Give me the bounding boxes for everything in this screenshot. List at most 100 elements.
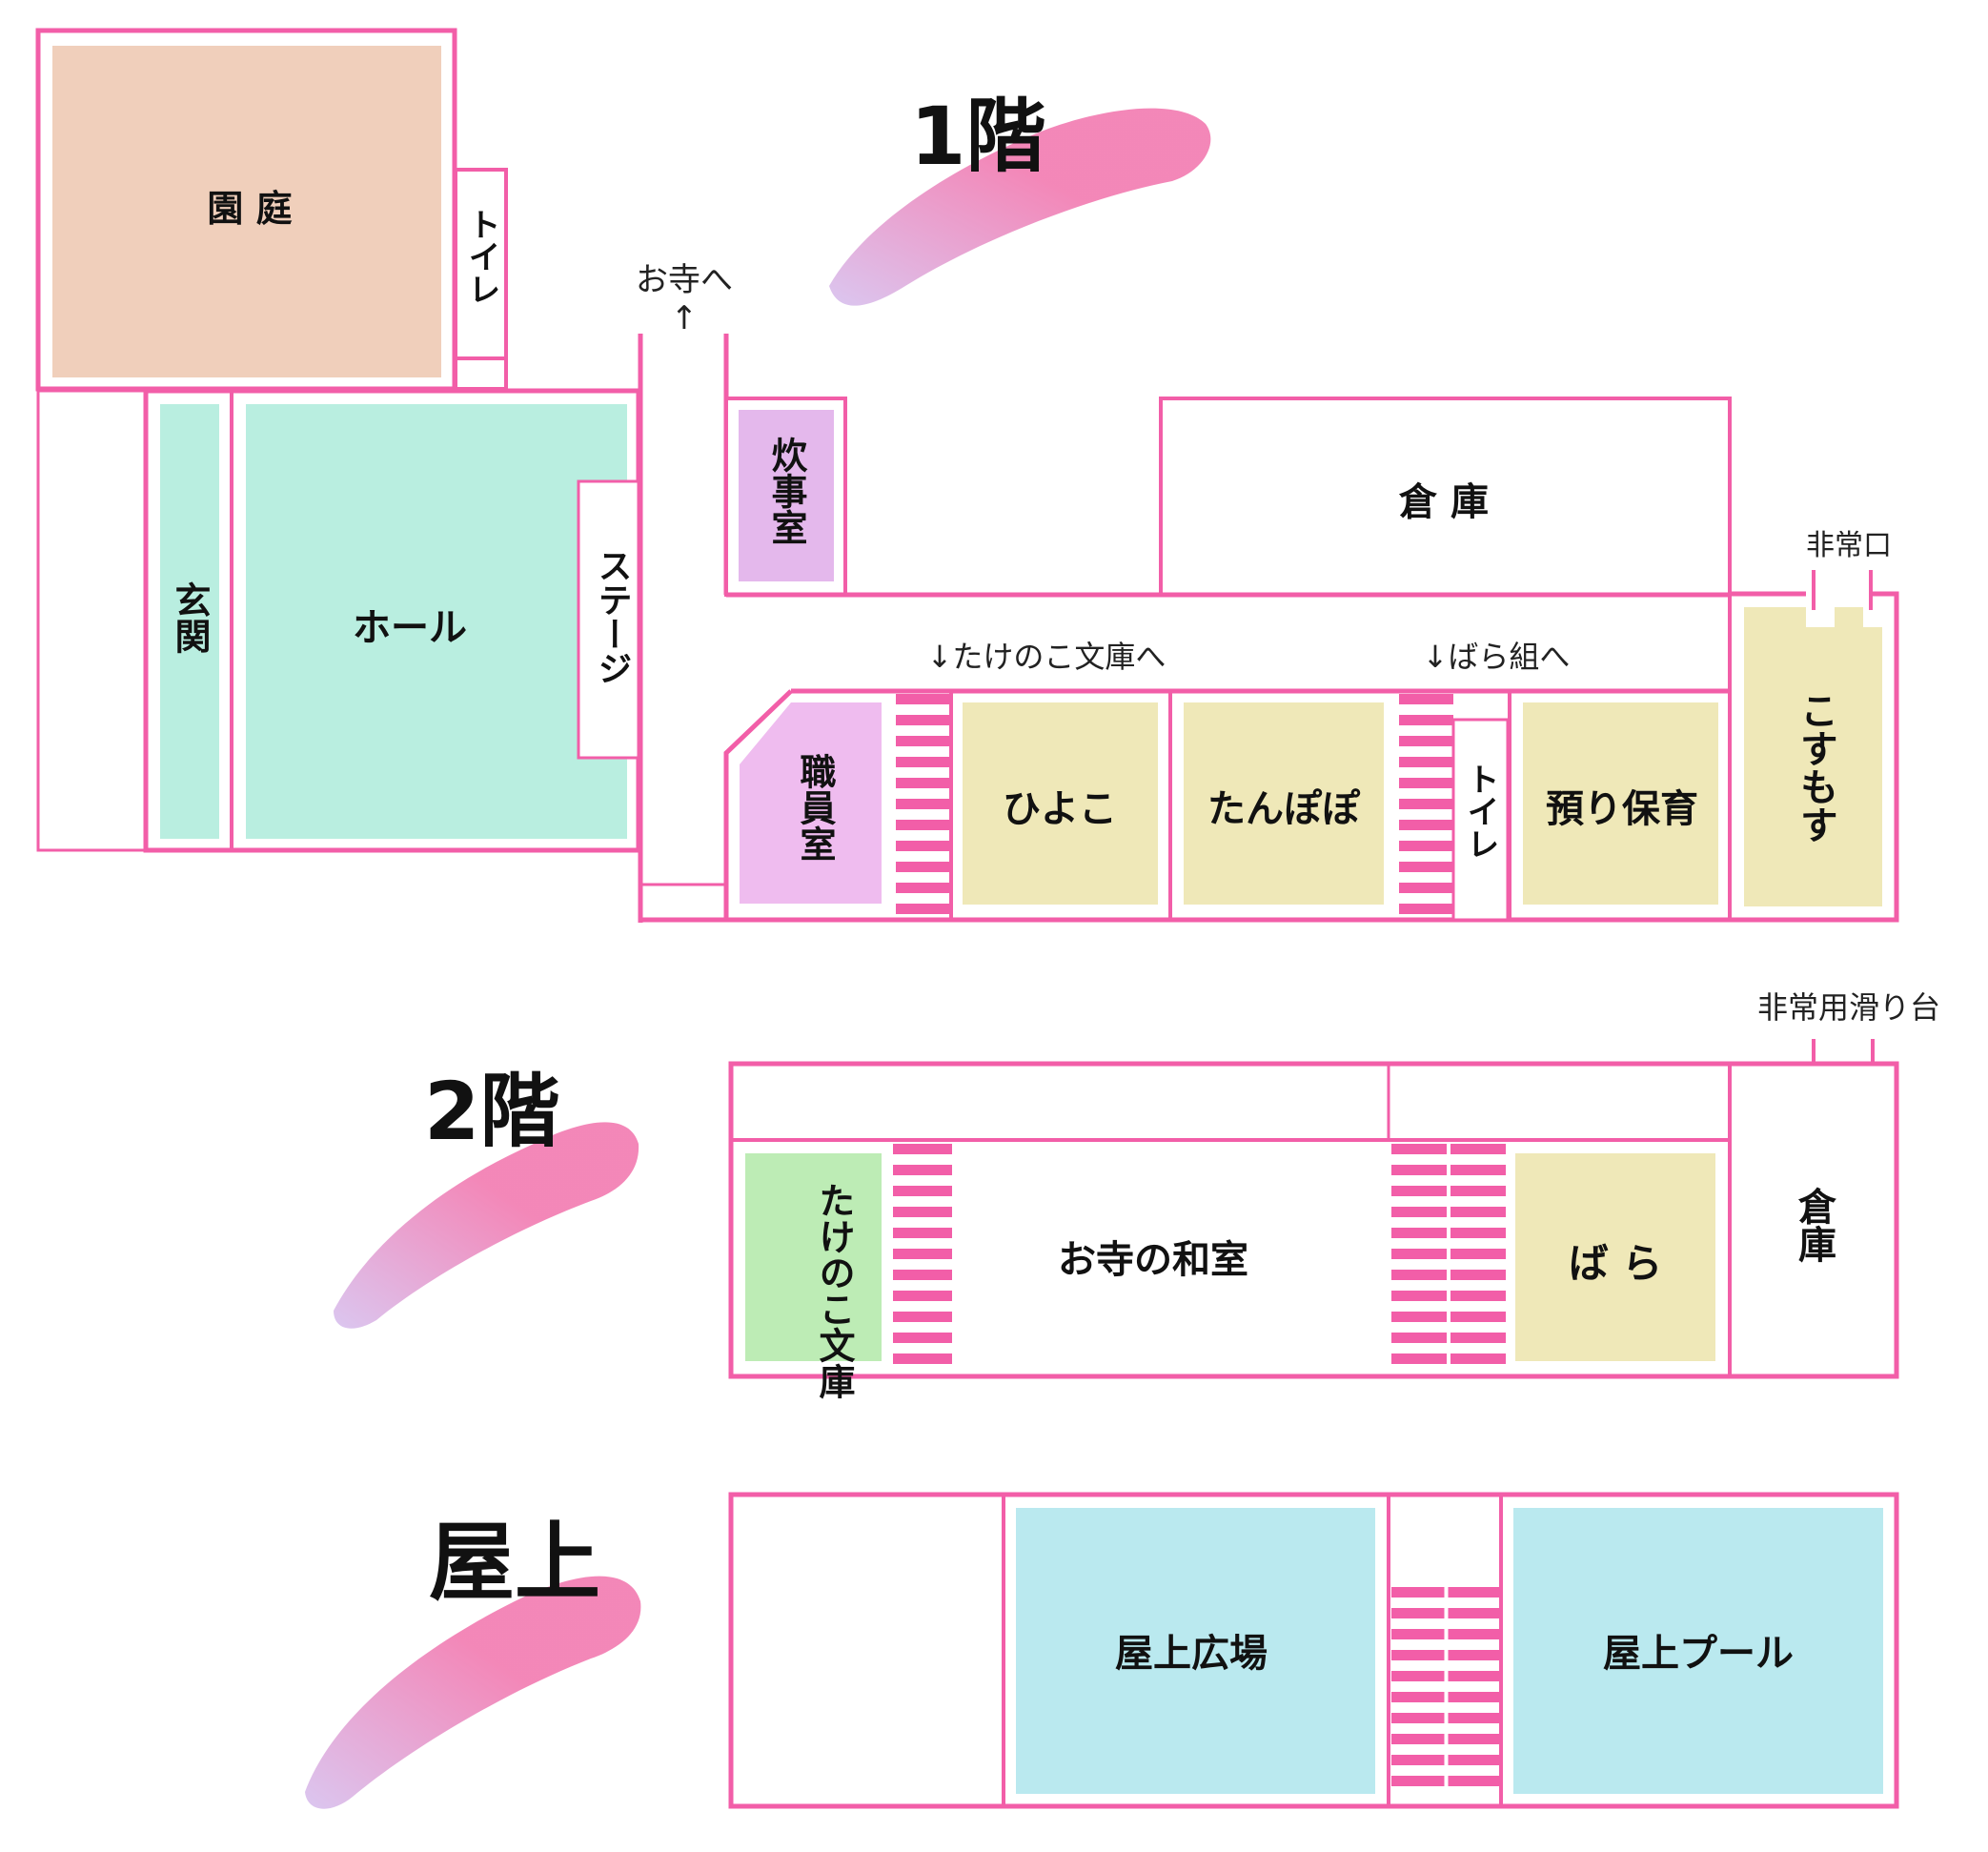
stair-step <box>896 736 951 746</box>
garden-label: 園 庭 <box>207 188 292 230</box>
storage-2f-label: 倉庫 <box>1792 1187 1837 1263</box>
stage-label: ステージ <box>593 548 632 685</box>
stair-step <box>1399 715 1453 725</box>
stair-step <box>1391 1228 1447 1238</box>
stair-step <box>896 694 951 704</box>
stair-step <box>1399 883 1453 893</box>
entrance-label: 玄関 <box>169 581 211 654</box>
azukari-label: 預り保育 <box>1546 787 1698 831</box>
to-bara-note: ↓ばら組へ <box>1423 639 1571 675</box>
stair-step <box>1391 1734 1445 1744</box>
stair-step <box>1399 862 1453 872</box>
stair-step <box>893 1333 952 1343</box>
stair-step <box>1448 1671 1501 1681</box>
hall-fill <box>246 404 627 839</box>
stair-step <box>1399 820 1453 830</box>
stair-step <box>896 820 951 830</box>
rooftop-pool-fill <box>1513 1508 1883 1794</box>
stair-step <box>1391 1207 1447 1217</box>
toilet-mid-box <box>1451 718 1510 922</box>
stair-step <box>1450 1186 1506 1196</box>
stair-step <box>1391 1608 1445 1618</box>
stair-step <box>893 1312 952 1322</box>
stair-step <box>1391 1353 1447 1364</box>
storage-1f-box <box>1159 397 1732 597</box>
emergency-exit-label: 非常口 <box>1806 529 1892 562</box>
tanpopo-label: たんぽぽ <box>1207 787 1361 831</box>
entrance-fill <box>160 404 219 839</box>
stair-step <box>1399 694 1453 704</box>
bara-label: ば ら <box>1569 1240 1663 1287</box>
stair-step <box>1399 904 1453 914</box>
stair-step <box>1448 1755 1501 1765</box>
stair-step <box>1448 1713 1501 1723</box>
kitchen-label: 炊事室 <box>765 437 807 545</box>
takenoko-fill <box>745 1153 882 1361</box>
stair-step <box>1391 1291 1447 1301</box>
stair-step <box>1391 1776 1445 1786</box>
emergency-slide-label: 非常用滑り台 <box>1757 989 1940 1026</box>
staff-room-fill <box>740 702 882 904</box>
floor-title-2f: 2階 <box>424 1065 559 1158</box>
floor-title-roof: 屋上 <box>429 1513 600 1613</box>
stair-step <box>896 715 951 725</box>
stair-step <box>1450 1207 1506 1217</box>
stair-step <box>893 1353 952 1364</box>
stair-step <box>896 757 951 767</box>
stair-step <box>1391 1312 1447 1322</box>
stair-step <box>893 1249 952 1259</box>
floor-title-1f: 1階 <box>910 90 1045 183</box>
tanpopo-fill <box>1184 702 1384 905</box>
azukari-fill <box>1523 702 1718 905</box>
stair-step <box>1399 799 1453 809</box>
hiyoko-fill <box>963 702 1158 905</box>
stair-step <box>893 1207 952 1217</box>
stair-step <box>1450 1312 1506 1322</box>
stair-step <box>1448 1629 1501 1639</box>
stair-step <box>896 883 951 893</box>
rooftop-plaza-label: 屋上広場 <box>1115 1632 1268 1676</box>
to-takenoko-note: ↓たけのこ文庫へ <box>927 639 1166 675</box>
stair-step <box>1391 1165 1447 1175</box>
toilet-mid-label: トイレ <box>1461 763 1499 860</box>
staff-room-label: 職員室 <box>794 753 836 862</box>
washitsu-label: お寺の和室 <box>1058 1238 1248 1282</box>
stair-step <box>1450 1333 1506 1343</box>
stair-step <box>893 1165 952 1175</box>
rooftop-pool-label: 屋上プール <box>1603 1632 1794 1676</box>
stair-step <box>1391 1713 1445 1723</box>
stair-step <box>1399 757 1453 767</box>
stair-step <box>896 841 951 851</box>
takenoko-label: たけのこ文庫 <box>813 1182 855 1399</box>
stair-step <box>1448 1776 1501 1786</box>
bara-fill <box>1515 1153 1715 1361</box>
stair-step <box>1450 1353 1506 1364</box>
stair-step <box>896 778 951 788</box>
stair-step <box>896 862 951 872</box>
stair-step <box>1391 1249 1447 1259</box>
kitchen-fill <box>739 410 834 581</box>
garden-fill <box>52 46 441 377</box>
stair-step <box>893 1144 952 1154</box>
stair-step <box>1450 1291 1506 1301</box>
stair-step <box>1450 1270 1506 1280</box>
brush-stroke-2f <box>334 1122 639 1329</box>
stair-step <box>1450 1165 1506 1175</box>
stair-step <box>1391 1629 1445 1639</box>
to-temple-arrow: ↑ <box>671 299 699 337</box>
stair-step <box>1399 736 1453 746</box>
stairs-roof <box>1391 1587 1501 1786</box>
rooftop-plaza-fill <box>1016 1508 1375 1794</box>
stair-step <box>1448 1650 1501 1660</box>
stair-step <box>1448 1587 1501 1598</box>
stair-step <box>1391 1671 1445 1681</box>
stair-step <box>1399 841 1453 851</box>
stair-step <box>1391 1650 1445 1660</box>
stair-step <box>1391 1755 1445 1765</box>
stair-step <box>1391 1270 1447 1280</box>
hall-label: ホール <box>353 606 467 650</box>
stair-step <box>1391 1333 1447 1343</box>
toilet-top <box>454 168 508 391</box>
stair-step <box>896 799 951 809</box>
stair-step <box>1448 1692 1501 1702</box>
